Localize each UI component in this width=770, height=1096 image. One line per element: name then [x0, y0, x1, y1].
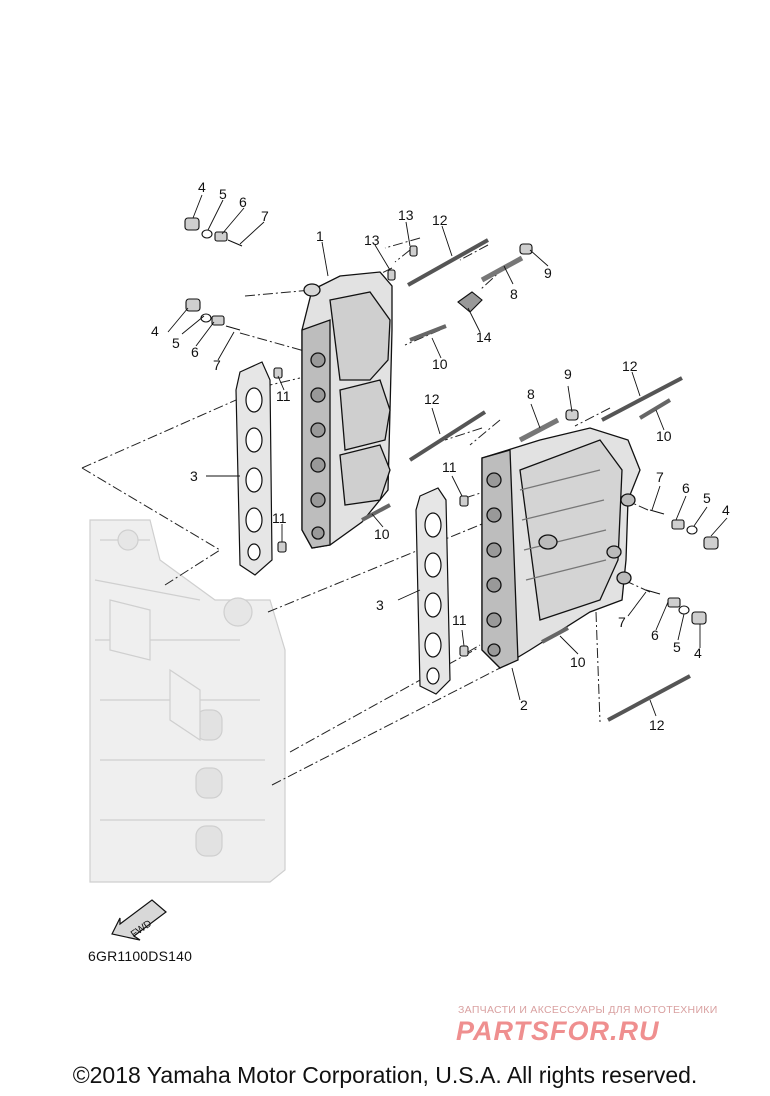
hardware-parts [184, 217, 719, 722]
callout: 12 [649, 717, 665, 733]
callout: 4 [151, 323, 159, 339]
callout: 11 [272, 510, 287, 526]
callout: 7 [618, 614, 626, 630]
copyright-notice: ©2018 Yamaha Motor Corporation, U.S.A. A… [72, 1062, 698, 1088]
callout: 12 [432, 212, 448, 228]
callout: 10 [656, 428, 672, 444]
callout: 6 [239, 194, 247, 210]
callout: 5 [703, 490, 711, 506]
callout: 6 [651, 627, 659, 643]
callout: 14 [476, 329, 492, 345]
fwd-arrow-icon [111, 899, 167, 941]
watermark-logo: PARTSFOR.RU [456, 1016, 660, 1046]
drawing-code: 6GR1100DS140 [88, 948, 193, 964]
part-callouts: 1 2 3 3 4 4 4 4 5 5 5 5 6 6 6 6 7 7 7 7 … [151, 179, 730, 733]
callout: 1 [316, 228, 324, 244]
callout: 5 [219, 186, 227, 202]
engine-block-ghost [89, 519, 286, 883]
callout: 10 [570, 654, 586, 670]
callout: 11 [442, 459, 457, 475]
fwd-arrow: FWD [111, 899, 167, 941]
callout: 3 [376, 597, 384, 613]
callout: 9 [544, 265, 552, 281]
callout: 11 [276, 388, 291, 404]
callout: 7 [261, 208, 269, 224]
callout: 10 [432, 356, 448, 372]
callout: 3 [190, 468, 198, 484]
callout: 4 [694, 645, 702, 661]
callout: 4 [722, 502, 730, 518]
exhaust-manifold-2 [481, 427, 641, 669]
callout: 7 [213, 357, 221, 373]
callout: 2 [520, 697, 528, 713]
callout: 9 [564, 366, 572, 382]
callout: 5 [673, 639, 681, 655]
callout: 6 [191, 344, 199, 360]
gasket-left [235, 361, 273, 576]
callout: 13 [398, 207, 414, 223]
callout: 4 [198, 179, 206, 195]
callout: 5 [172, 335, 180, 351]
callout: 12 [622, 358, 638, 374]
callout: 10 [374, 526, 390, 542]
callout: 8 [527, 386, 535, 402]
watermark-tagline: ЗАПЧАСТИ И АКСЕССУАРЫ ДЛЯ МОТОТЕХНИКИ [458, 1004, 718, 1016]
callout: 7 [656, 469, 664, 485]
callout: 6 [682, 480, 690, 496]
gasket-right [415, 487, 451, 695]
callout: 8 [510, 286, 518, 302]
callout: 13 [364, 232, 380, 248]
callout: 11 [452, 612, 467, 628]
callout: 12 [424, 391, 440, 407]
leader-lines [167, 194, 728, 717]
exhaust-manifold-1 [301, 271, 393, 549]
